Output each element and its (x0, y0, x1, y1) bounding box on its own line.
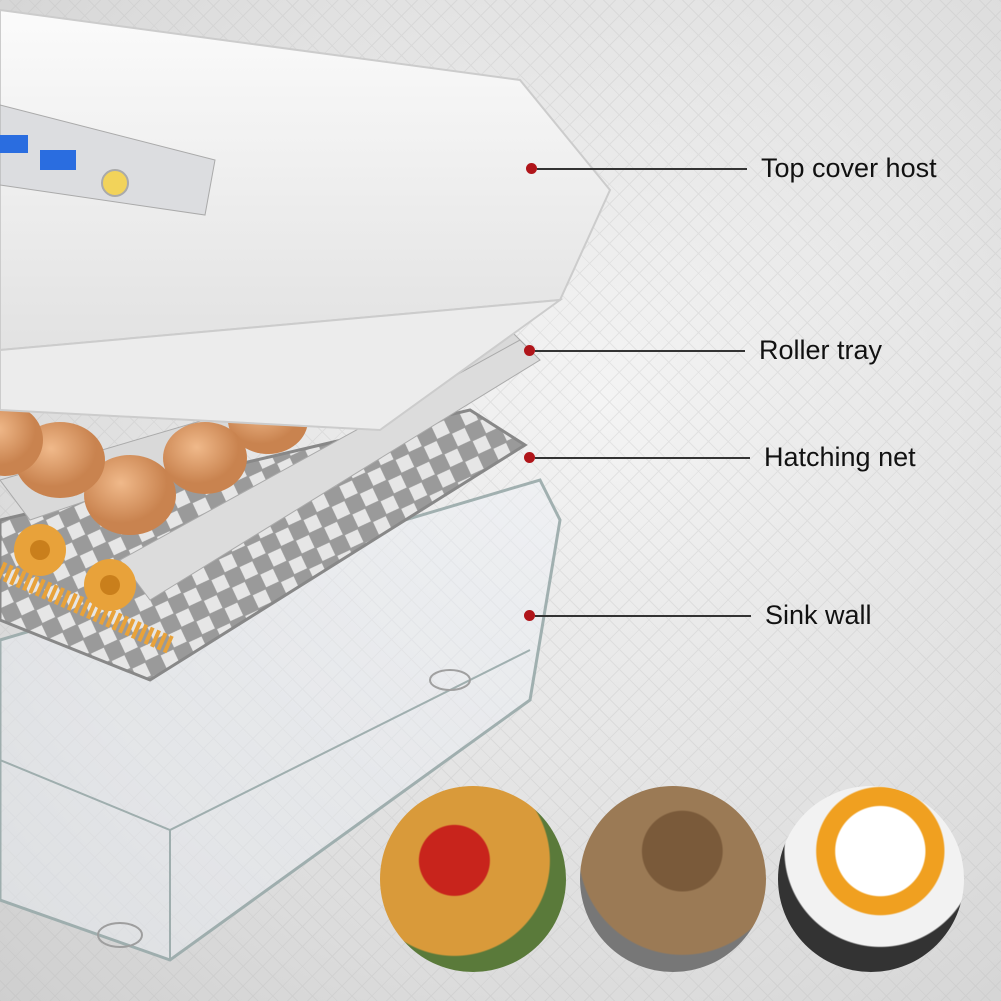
callout-label: Top cover host (761, 153, 937, 183)
marker-dot (524, 345, 535, 356)
callout-top-cover-host: Top cover host (526, 153, 937, 184)
callout-hatching-net: Hatching net (524, 442, 916, 473)
marker-dot (524, 452, 535, 463)
callout-roller-tray: Roller tray (524, 335, 882, 366)
marker-dot (526, 163, 537, 174)
callout-sink-wall: Sink wall (524, 600, 872, 631)
leader-line (535, 456, 750, 459)
duck-photo (580, 786, 766, 972)
goose-photo (778, 786, 964, 972)
callout-label: Sink wall (765, 600, 872, 630)
callout-label: Hatching net (764, 442, 916, 472)
top-cover (0, 8, 612, 432)
leader-line (537, 167, 747, 170)
leader-line (535, 349, 745, 352)
callout-label: Roller tray (759, 335, 883, 365)
leader-line (535, 614, 751, 617)
marker-dot (524, 610, 535, 621)
rooster-photo (380, 786, 566, 972)
